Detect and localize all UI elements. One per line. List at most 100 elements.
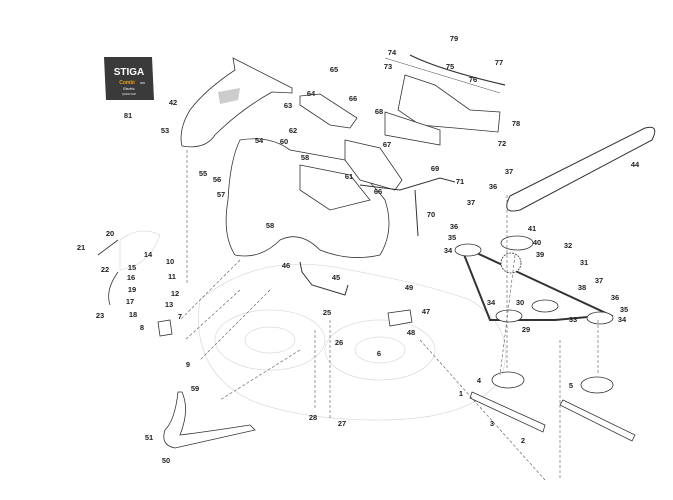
- callout-32: 32: [564, 241, 572, 250]
- callout-22: 22: [101, 265, 109, 274]
- blade-hub-4: [491, 371, 525, 389]
- callout-71: 71: [456, 177, 464, 186]
- callout-42: 42: [169, 98, 177, 107]
- rod-77: [384, 57, 501, 94]
- callout-74: 74: [388, 48, 397, 57]
- callout-19: 19: [128, 285, 136, 294]
- callout-28: 28: [309, 413, 317, 422]
- handle-51: [163, 391, 256, 449]
- callout-13: 13: [165, 300, 173, 309]
- blade-hub-5: [580, 376, 614, 394]
- callout-37: 37: [595, 276, 603, 285]
- callout-10: 10: [166, 257, 174, 266]
- callout-30: 30: [516, 298, 524, 307]
- callout-47: 47: [422, 307, 430, 316]
- callout-57: 57: [217, 190, 225, 199]
- rear-cover: [180, 57, 293, 148]
- callout-50: 50: [162, 456, 170, 465]
- callout-55: 55: [199, 169, 207, 178]
- callout-48: 48: [407, 328, 415, 337]
- callout-37: 37: [467, 198, 475, 207]
- callout-79: 79: [450, 34, 458, 43]
- callout-31: 31: [580, 258, 588, 267]
- blade-right: [559, 399, 636, 442]
- decal-area: [218, 88, 240, 104]
- callout-66: 66: [374, 187, 382, 196]
- callout-9: 9: [186, 360, 190, 369]
- bracket-46: [299, 261, 349, 296]
- callout-56: 56: [213, 175, 221, 184]
- grass-flap-64: [299, 93, 358, 129]
- callout-34: 34: [487, 298, 496, 307]
- callout-8: 8: [140, 323, 144, 332]
- bracket-8: [157, 319, 173, 337]
- callout-58: 58: [301, 153, 309, 162]
- stiga-logo-decal: STIGA Combi 200 Electric QUICK FLIP: [104, 57, 154, 100]
- callout-5: 5: [569, 381, 573, 390]
- callout-39: 39: [536, 250, 544, 259]
- sprocket-39: [500, 252, 522, 274]
- callout-59: 59: [191, 384, 199, 393]
- plate-47: [387, 309, 413, 327]
- callout-26: 26: [335, 338, 343, 347]
- callout-33: 33: [569, 315, 577, 324]
- callout-38: 38: [578, 283, 586, 292]
- callout-41: 41: [528, 224, 536, 233]
- callout-36: 36: [450, 222, 458, 231]
- callout-18: 18: [129, 310, 137, 319]
- rod-70: [414, 189, 419, 237]
- callout-16: 16: [127, 273, 135, 282]
- pulley-30: [531, 299, 559, 313]
- callout-70: 70: [427, 210, 435, 219]
- callout-3: 3: [490, 419, 494, 428]
- logo-model-suffix: 200: [140, 81, 145, 85]
- callout-40: 40: [533, 238, 541, 247]
- callout-15: 15: [128, 263, 136, 272]
- pulley-34: [454, 243, 482, 257]
- callout-12: 12: [171, 289, 179, 298]
- flap-68: [384, 111, 441, 146]
- callout-81: 81: [124, 111, 132, 120]
- cable-75: [409, 54, 506, 86]
- callout-17: 17: [126, 297, 134, 306]
- callout-63: 63: [284, 101, 292, 110]
- callout-27: 27: [338, 419, 346, 428]
- callout-25: 25: [323, 308, 331, 317]
- callout-7: 7: [178, 312, 182, 321]
- callout-34: 34: [618, 315, 627, 324]
- callout-73: 73: [384, 62, 392, 71]
- callout-labels: 8142536564666362605861545556575866676869…: [77, 34, 640, 465]
- cable-20: [97, 239, 119, 306]
- callout-64: 64: [307, 89, 316, 98]
- logo-model: Combi: [119, 80, 135, 86]
- chassis-plate: [299, 164, 371, 211]
- callout-4: 4: [477, 376, 482, 385]
- callout-46: 46: [282, 261, 290, 270]
- callout-45: 45: [332, 273, 340, 282]
- callout-6: 6: [377, 349, 381, 358]
- callout-53: 53: [161, 126, 169, 135]
- upper-guard-72: [397, 74, 501, 133]
- callout-65: 65: [330, 65, 338, 74]
- callout-77: 77: [495, 58, 503, 67]
- callout-44: 44: [631, 160, 640, 169]
- callout-23: 23: [96, 311, 104, 320]
- callout-35: 35: [448, 233, 456, 242]
- callout-2: 2: [521, 436, 525, 445]
- callout-1: 1: [459, 389, 463, 398]
- callout-58: 58: [266, 221, 274, 230]
- callout-72: 72: [498, 139, 506, 148]
- callout-49: 49: [405, 283, 413, 292]
- rod-71: [359, 177, 456, 191]
- blade-belt: [462, 247, 614, 321]
- callout-20: 20: [106, 229, 114, 238]
- callout-66: 66: [349, 94, 357, 103]
- callout-11: 11: [168, 272, 176, 281]
- blade-1: [469, 391, 546, 433]
- callout-69: 69: [431, 164, 439, 173]
- logo-line2: QUICK FLIP: [122, 93, 136, 96]
- pulley-40: [500, 235, 534, 251]
- callout-51: 51: [145, 433, 153, 442]
